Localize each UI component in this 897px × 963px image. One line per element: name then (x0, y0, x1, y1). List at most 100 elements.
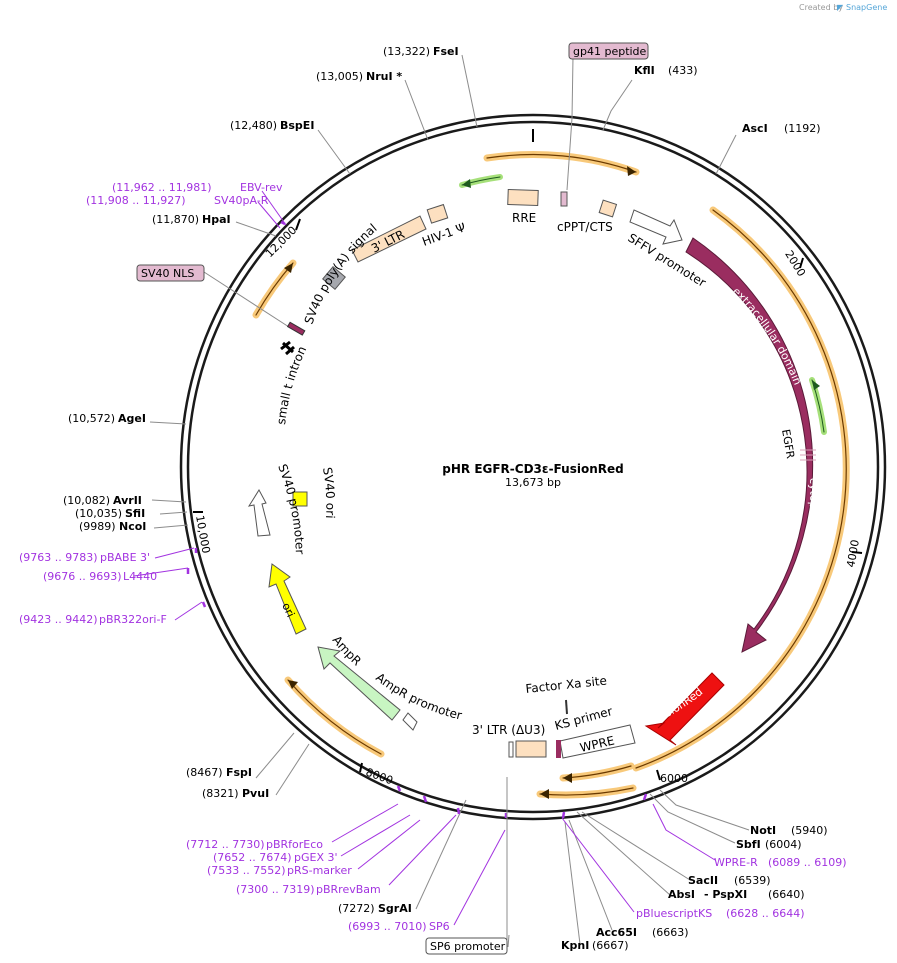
ltr3-feature (351, 215, 427, 263)
primer-pbr322ori-f-range: (9423 .. 9442) (19, 613, 98, 626)
arrowhead-green-top (462, 179, 471, 188)
arc-arrowheads (284, 166, 820, 799)
primer-prs-marker-range: (7533 .. 7552) (207, 864, 286, 877)
site-asci-pos: (1192) (784, 122, 821, 135)
arrowhead-left (284, 263, 293, 273)
cppt-feature (560, 191, 568, 207)
feature-leaders (203, 56, 574, 948)
rre-feature (507, 188, 539, 207)
primer-ebv-rev-range: (11,962 .. 11,981) (112, 181, 212, 194)
site-agei: AgeI (118, 412, 146, 425)
sv40-nls-box (136, 264, 205, 282)
cppt-adjacent-box (598, 199, 618, 218)
rre-label: RRE (512, 211, 536, 225)
gp41-label: gp41 peptide (573, 45, 647, 58)
site-ncoi-pos: (9989) (79, 520, 116, 533)
site-kfli: KflI (634, 64, 655, 77)
primer-sv40pa-r: SV40pA-R (214, 194, 269, 207)
ltr3-du3-feature (515, 740, 547, 758)
tick-6000-mark (656, 769, 661, 781)
sv40-ori-label: SV40 ori (320, 466, 337, 519)
site-pvui: PvuI (242, 787, 269, 800)
egfr-domain-junction (800, 449, 816, 461)
primer-pbrrevbam-range: (7300 .. 7319) (236, 883, 315, 896)
site-fspi-pos: (8467) (186, 766, 223, 779)
ori-label: ori (279, 601, 297, 619)
plasmid-title: pHR EGFR-CD3ε-FusionRed 13,673 bp (442, 462, 623, 489)
ori-arrow (268, 563, 307, 635)
primer-pbrforeco: pBRforEco (266, 838, 323, 851)
primer-pbabe3-range: (9763 .. 9783) (19, 551, 98, 564)
arrowhead-bottom-left (288, 680, 298, 689)
extracellular-label: extracellular domain (730, 285, 804, 387)
gp41-box (568, 42, 649, 60)
site-acc65i-pos: (6663) (652, 926, 689, 939)
sffv-promoter-arrow (629, 209, 683, 245)
ampr-promoter-arrow (402, 712, 418, 731)
plasmid-length: 13,673 bp (505, 476, 561, 489)
credit-brand: SnapGene (846, 3, 887, 12)
tick-6000: 6000 (660, 772, 688, 785)
egfr-label: EGFR (779, 428, 797, 460)
site-nrui: NruI * (366, 70, 402, 83)
site-absi: AbsI (668, 888, 695, 901)
primer-pbr322ori-f: pBR322ori-F (99, 613, 167, 626)
tick-12000-mark (295, 218, 301, 231)
primer-sv40pa-r-range: (11,908 .. 11,927) (86, 194, 186, 207)
wpre-feature (559, 724, 636, 759)
site-agei-pos: (10,572) (68, 412, 115, 425)
site-sacii-pos: (6539) (734, 874, 771, 887)
small-t-intron-mark (280, 340, 295, 356)
site-sfii: SfiI (125, 507, 145, 520)
snapgene-logo-icon: ◤ (837, 3, 844, 12)
plasmid-name: pHR EGFR-CD3ε-FusionRed (442, 462, 623, 476)
site-fspi: FspI (226, 766, 252, 779)
cytoplasmic-label: cytoplasmic domain (790, 478, 820, 590)
site-kfli-pos: (433) (668, 64, 698, 77)
sv40-polya-box (322, 266, 346, 290)
site-avrii-pos: (10,082) (63, 494, 110, 507)
ltr3-du3-label: 3' LTR (ΔU3) (472, 723, 545, 737)
sv40-nls-feature (286, 321, 306, 336)
primer-ebv-rev: EBV-rev (240, 181, 283, 194)
snapgene-credit: Created by ◤ SnapGene (799, 3, 887, 12)
tick-4000: 4000 (844, 539, 862, 569)
orf-arc-left (252, 259, 297, 319)
site-fsei: FseI (433, 45, 459, 58)
backbone-inner-strand (186, 120, 880, 814)
cppt-label: cPPT/CTS (557, 220, 613, 234)
sv40-polya-label: SV40 poly(A) signal (302, 221, 380, 326)
primer-pbluescriptks: pBluescriptKS (636, 907, 712, 920)
site-sbfi-pos: (6004) (765, 838, 802, 851)
primer-marks (186, 220, 648, 819)
boxed-labels: gp41 peptide SV40 NLS SP6 promoter (136, 42, 649, 955)
tick-12000: 12,000 (263, 224, 299, 260)
primer-leaders (133, 190, 716, 926)
factor-xa-label: Factor Xa site (525, 674, 608, 696)
site-hpai-pos: (11,870) (152, 213, 199, 226)
small-t-intron-label: small t intron (274, 344, 309, 425)
primer-pbrforeco-range: (7712 .. 7730) (186, 838, 265, 851)
tick-4000-mark (851, 551, 863, 554)
primer-sp6: SP6 (429, 920, 450, 933)
site-noti-pos: (5940) (791, 824, 828, 837)
site-sbfi: SbfI (736, 838, 761, 851)
arrowhead-bottom-1 (563, 773, 572, 783)
hiv-psi-label: HIV-1 Ψ (420, 220, 467, 249)
site-sgrai-pos: (7272) (338, 902, 375, 915)
site-kpni-pos: (6667) (592, 939, 629, 952)
site-kpni: KpnI (561, 939, 589, 952)
primer-labels: (11,962 .. 11,981) EBV-rev (11,908 .. 11… (19, 181, 847, 933)
sp6-promoter-label: SP6 promoter (430, 940, 506, 953)
tick-2000-mark (799, 257, 804, 269)
ampr-arrow (317, 646, 401, 721)
orf-arc-top-line (486, 153, 637, 173)
orf-arc-bottom-1 (559, 762, 635, 782)
primer-pgex3: pGEX 3' (294, 851, 338, 864)
primer-sp6-range: (6993 .. 7010) (348, 920, 427, 933)
factor-xa-mark (565, 699, 568, 715)
primer-prs-marker: pRS-marker (287, 864, 352, 877)
sv40-promoter-label: SV40 promoter (275, 462, 307, 555)
site-bspei: BspEI (280, 119, 314, 132)
